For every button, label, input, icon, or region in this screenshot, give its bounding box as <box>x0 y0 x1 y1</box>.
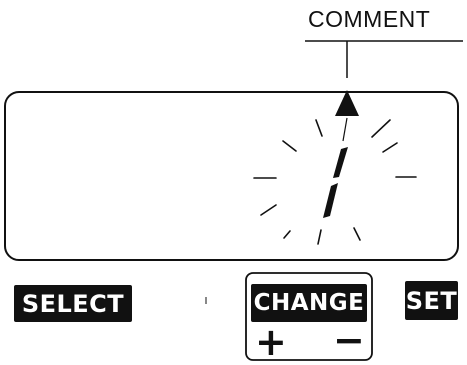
blink-rays <box>254 120 416 244</box>
blink-ray <box>261 205 276 215</box>
minus-sign: − <box>333 321 365 359</box>
blink-ray <box>284 231 290 238</box>
blink-ray <box>316 120 322 136</box>
segment-lower <box>323 183 338 218</box>
set-button[interactable]: SET <box>405 281 458 320</box>
up-triangle-icon <box>335 90 359 116</box>
lcd-panel <box>5 92 458 260</box>
comment-label: COMMENT <box>308 6 430 33</box>
blink-ray <box>354 228 360 240</box>
segment-connector <box>343 118 347 141</box>
blink-ray <box>372 120 390 137</box>
change-button[interactable]: CHANGE <box>251 284 367 322</box>
blink-ray <box>383 143 397 152</box>
blink-ray <box>283 141 296 151</box>
blink-ray <box>318 230 321 244</box>
plus-sign: + <box>255 323 287 361</box>
blinking-segment-icon <box>323 118 348 218</box>
segment-upper <box>333 147 348 178</box>
select-button[interactable]: SELECT <box>14 285 132 322</box>
